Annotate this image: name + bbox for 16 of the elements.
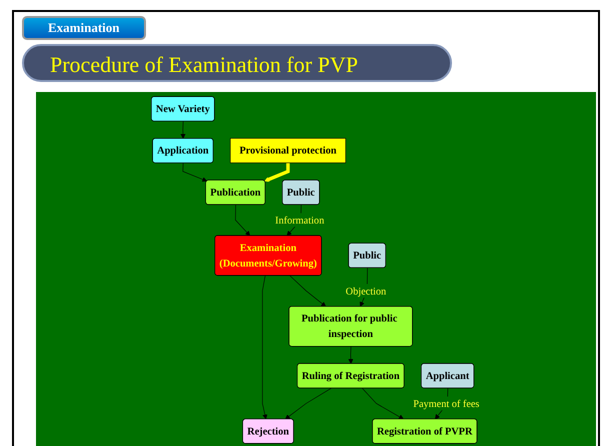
title-banner: Procedure of Examination for PVP bbox=[22, 44, 452, 82]
arrow bbox=[182, 162, 208, 182]
arrow bbox=[285, 388, 332, 420]
node-box bbox=[230, 138, 346, 164]
arrow bbox=[362, 388, 404, 420]
arrow bbox=[290, 275, 326, 307]
edge-label: Objection bbox=[346, 286, 386, 298]
section-tab: Examination bbox=[22, 16, 146, 40]
diagram-panel: Information Objection Payment of fees New Variety Application Provisional protection Publication Public Examination (Documents/Growing) Public Publication for public inspection Ruling of Registration Applicant Rejection Registration of PVPR bbox=[36, 92, 596, 446]
arrow bbox=[264, 162, 290, 182]
arrow bbox=[180, 121, 186, 139]
arrow bbox=[348, 346, 354, 364]
edge-label: Information bbox=[275, 215, 324, 226]
arrow bbox=[235, 204, 250, 236]
edge-label: Payment of fees bbox=[413, 398, 480, 410]
arrow bbox=[262, 275, 268, 420]
